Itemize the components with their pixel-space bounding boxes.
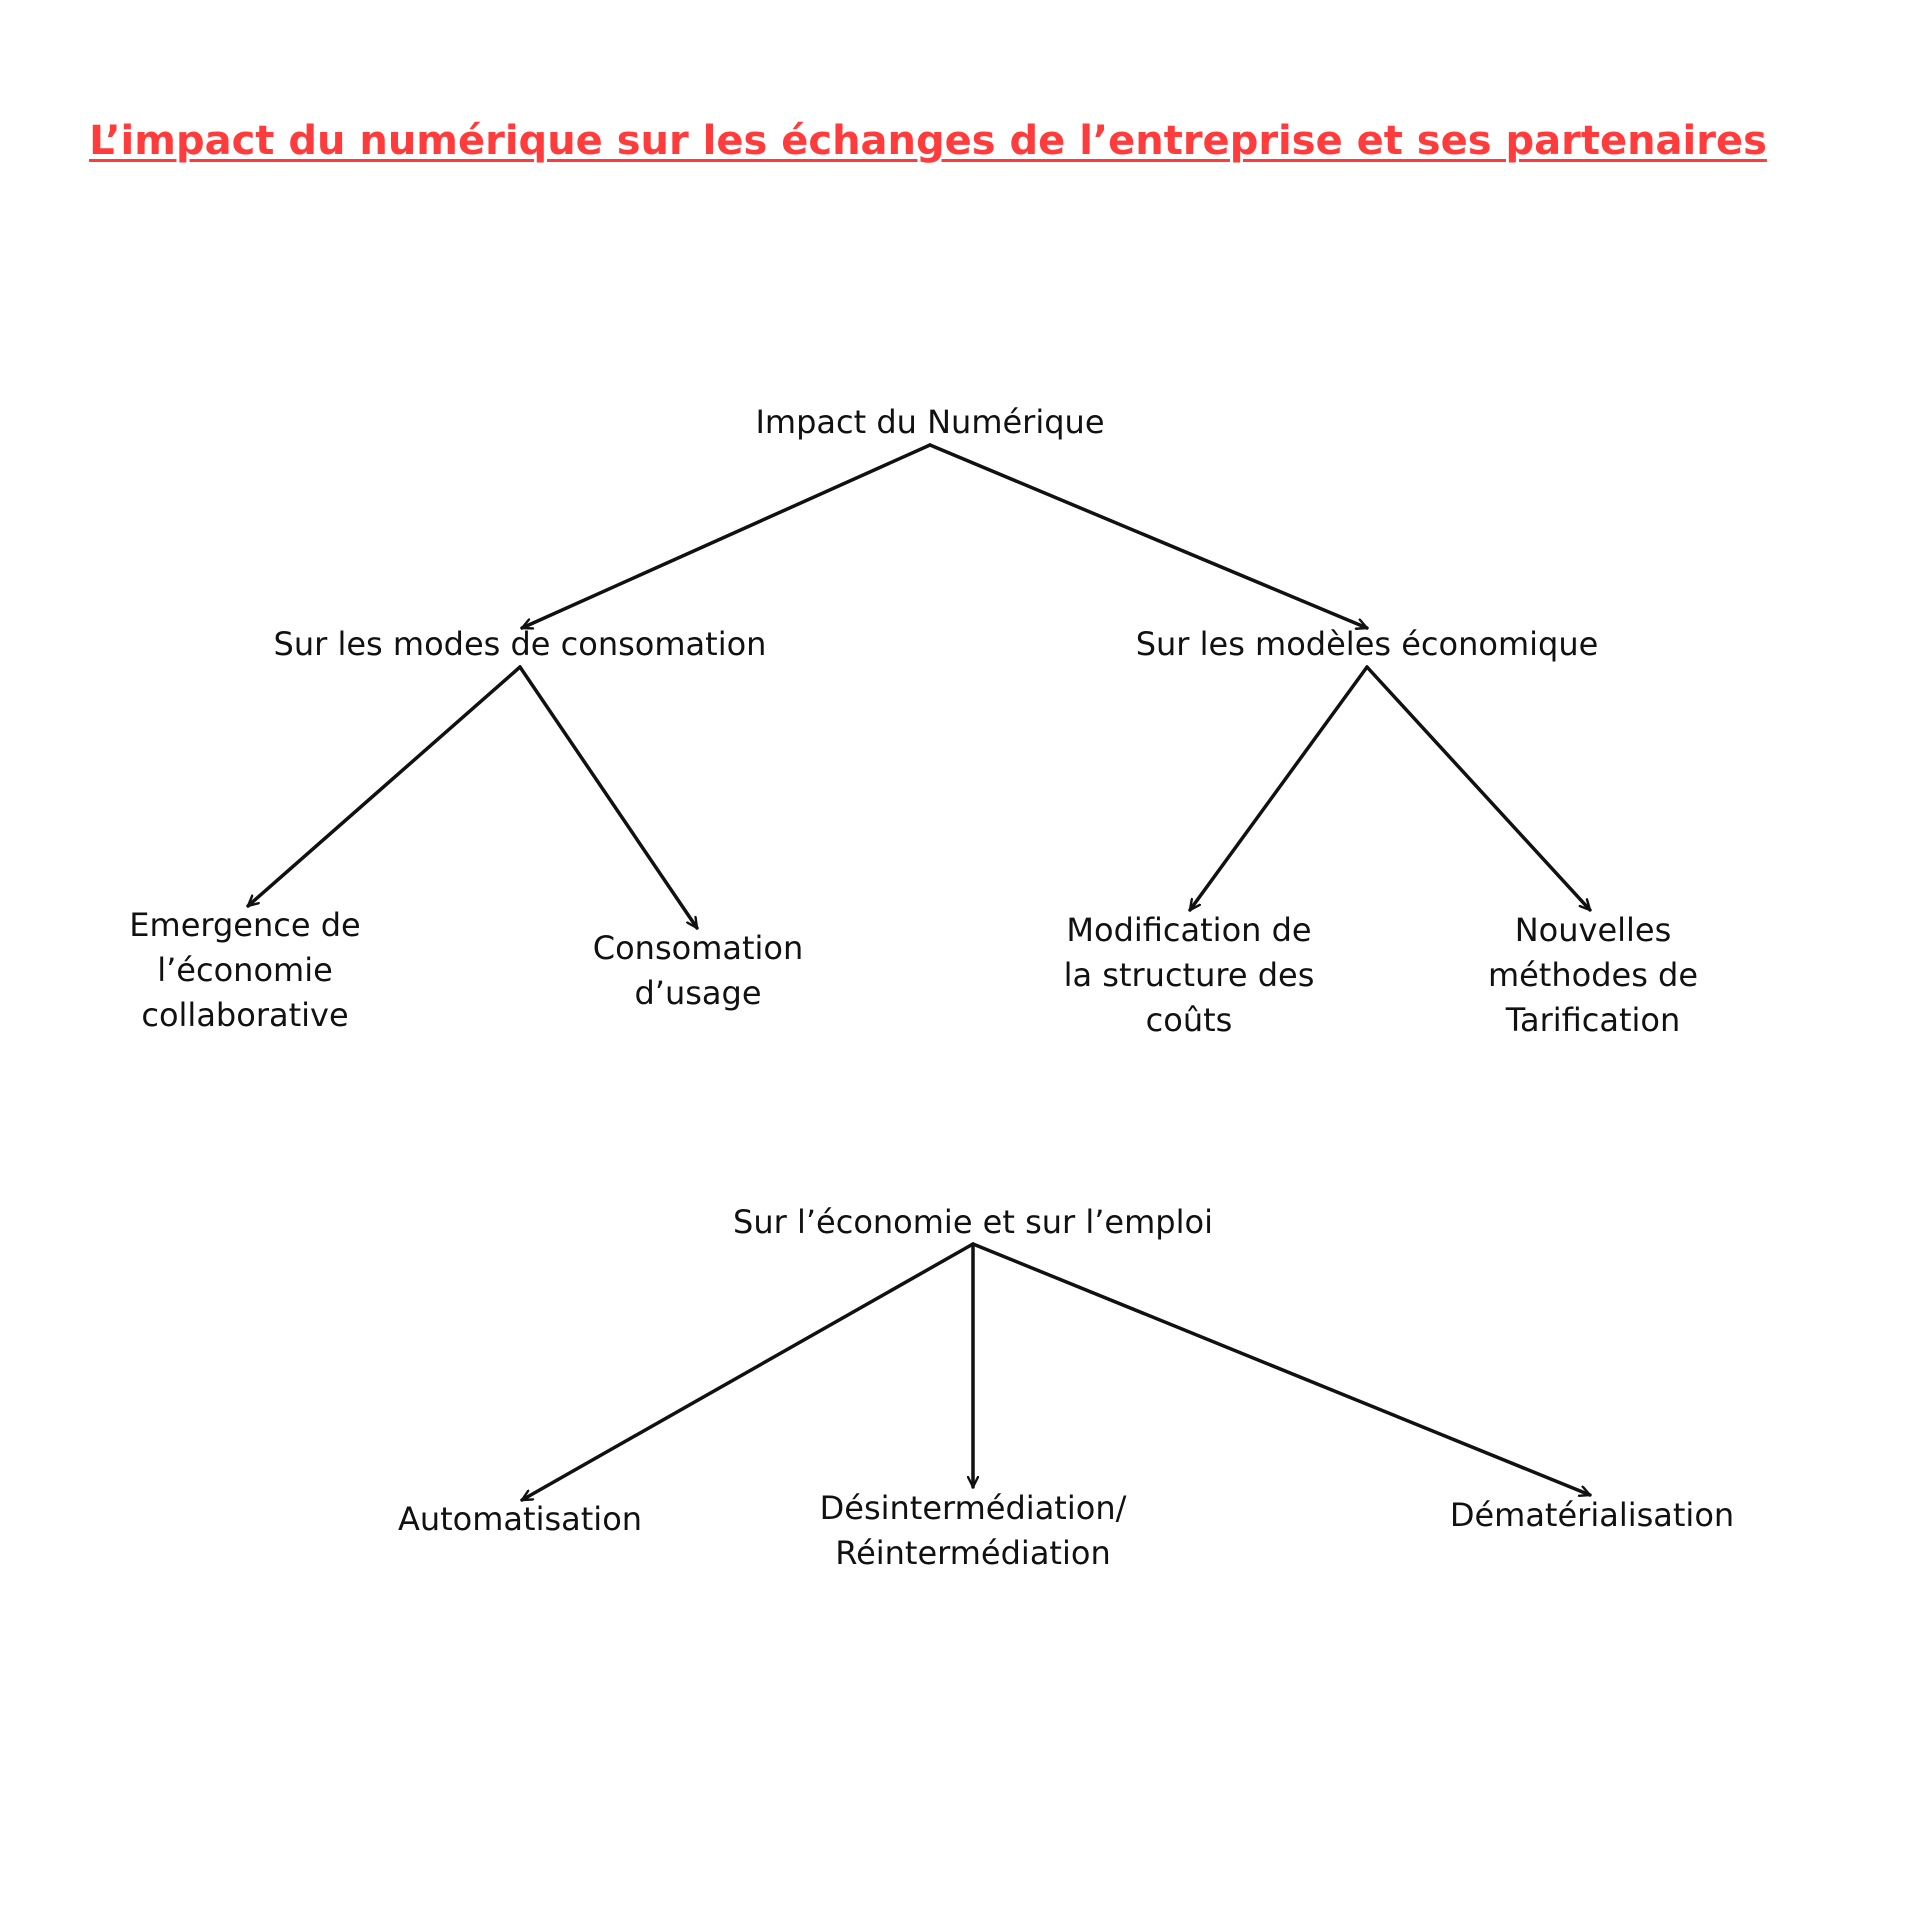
arrow-economic-models-to-cost-structure <box>1188 665 1369 912</box>
arrow-economy-to-automation <box>520 1242 975 1502</box>
node-label-line-3: collaborative <box>141 996 349 1034</box>
arrow-economic-models-to-pricing <box>1365 665 1592 912</box>
node-economie-et-emploi: Sur l’économie et sur l’emploi <box>733 1200 1213 1245</box>
arrow-economy-to-dematerialization <box>971 1242 1592 1495</box>
node-label-line-1: Emergence de <box>129 906 361 944</box>
node-label: Impact du Numérique <box>755 403 1105 441</box>
node-label: Sur l’économie et sur l’emploi <box>733 1203 1213 1241</box>
arrow-root-to-consumption <box>520 443 932 630</box>
node-label-line-1: Nouvelles <box>1514 911 1672 949</box>
node-impact-du-numerique: Impact du Numérique <box>755 400 1104 445</box>
node-economie-collaborative: Emergence de l’économie collaborative <box>129 903 360 1038</box>
node-label-line-2: Réintermédiation <box>835 1534 1111 1572</box>
node-label: Sur les modèles économique <box>1135 625 1599 663</box>
node-label-line-1: Modification de <box>1066 911 1312 949</box>
node-consomation-usage: Consomation d’usage <box>593 926 804 1016</box>
node-modes-de-consomation: Sur les modes de consomation <box>274 622 767 667</box>
node-label: Sur les modes de consomation <box>273 625 767 663</box>
node-modeles-economique: Sur les modèles économique <box>1136 622 1599 667</box>
arrow-root-to-economic-models <box>928 443 1369 628</box>
node-label-line-2: méthodes de <box>1487 956 1699 994</box>
node-structure-des-couts: Modification de la structure des coûts <box>1064 908 1315 1043</box>
node-label-line-2: l’économie <box>157 951 333 989</box>
arrow-consumption-to-usage <box>518 665 699 930</box>
node-label: Dématérialisation <box>1449 1496 1735 1534</box>
node-methodes-de-tarification: Nouvelles méthodes de Tarification <box>1488 908 1698 1043</box>
node-label-line-3: Tarification <box>1505 1001 1681 1039</box>
node-label-line-2: la structure des <box>1063 956 1315 994</box>
node-label: Automatisation <box>397 1500 643 1538</box>
node-label-line-1: Consomation <box>592 929 804 967</box>
node-dematerialisation: Dématérialisation <box>1450 1493 1734 1538</box>
node-label-line-1: Désintermédiation/ <box>819 1489 1127 1527</box>
node-desintermediation: Désintermédiation/ Réintermédiation <box>820 1486 1127 1576</box>
arrow-consumption-to-collaborative <box>246 665 522 908</box>
node-label-line-2: d’usage <box>634 974 762 1012</box>
node-label-line-3: coûts <box>1145 1001 1233 1039</box>
page-title: L’impact du numérique sur les échanges d… <box>89 118 1767 164</box>
node-automatisation: Automatisation <box>398 1497 642 1542</box>
